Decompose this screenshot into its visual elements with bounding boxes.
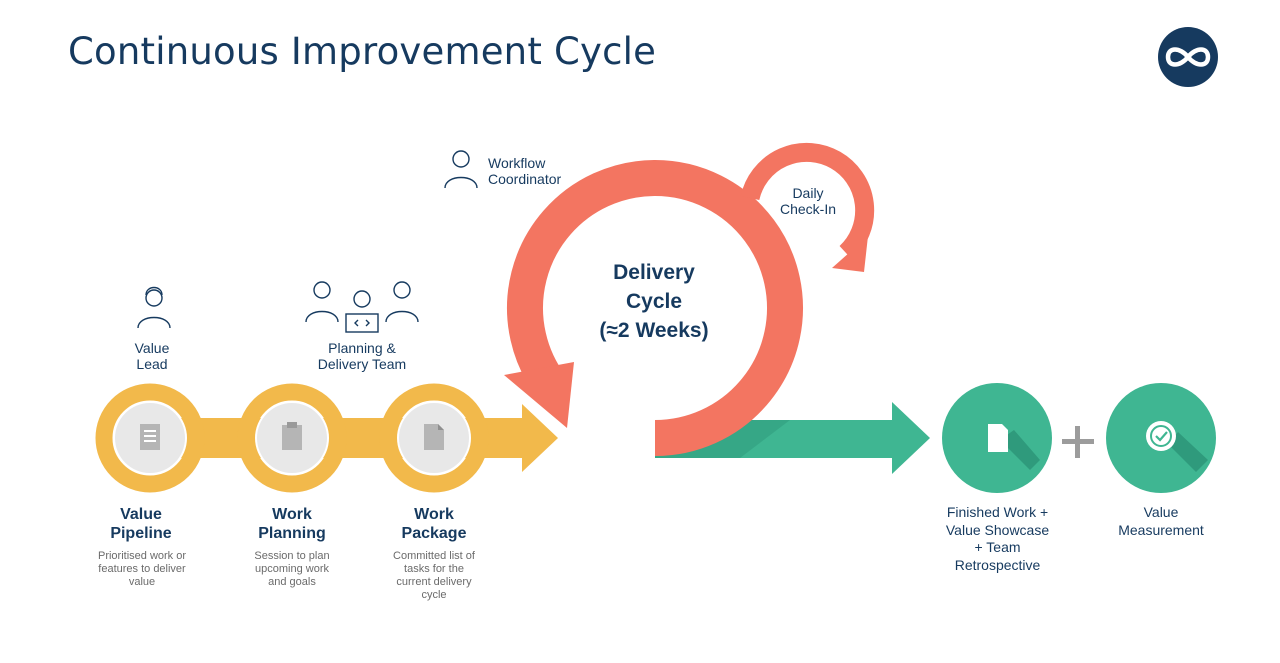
value-measurement-node — [1106, 383, 1216, 493]
document-icon — [424, 424, 444, 450]
daily-checkin-label: Daily Check-In — [779, 185, 837, 217]
coordinator-person-icon — [444, 150, 478, 189]
team-person-icon — [305, 281, 339, 323]
document-icon — [988, 424, 1008, 452]
check-badge-icon — [1146, 421, 1176, 451]
stage-work-planning — [237, 383, 347, 493]
infinity-icon — [1158, 27, 1218, 87]
stage-name: Work Planning — [258, 506, 326, 542]
stage-work-package — [379, 383, 489, 493]
stage-name: Work Package — [401, 506, 467, 542]
stage-value-pipeline — [95, 383, 205, 493]
clipboard-icon — [282, 422, 302, 450]
finished-work-label: Finished Work + Value Showcase + Team Re… — [945, 504, 1050, 573]
stage-name: Value Pipeline — [110, 506, 172, 542]
value-lead-person-icon — [137, 286, 171, 329]
team-person-icon — [385, 281, 419, 323]
delivery-cycle-ring — [504, 160, 803, 456]
daily-checkin-loop — [740, 142, 875, 272]
planning-team-label: Planning & Delivery Team — [317, 340, 407, 372]
plus-sign — [1062, 426, 1094, 458]
stage-description: Prioritised work or features to deliver … — [97, 550, 187, 588]
value-lead-label: Value Lead — [134, 340, 170, 372]
team-laptop-person-icon — [345, 290, 379, 333]
stage-description: Session to plan upcoming work and goals — [254, 550, 330, 588]
finished-work-node — [942, 383, 1052, 493]
delivery-cycle-title: Delivery Cycle — [613, 261, 695, 313]
value-measurement-label: Value Measurement — [1118, 504, 1204, 538]
stage-description: Committed list of tasks for the current … — [393, 550, 475, 601]
coordinator-label: Workflow Coordinator — [488, 155, 562, 187]
document-icon — [140, 424, 160, 450]
page-title: Continuous Improvement Cycle — [68, 30, 657, 73]
delivery-cycle-duration: (≈2 Weeks) — [599, 319, 709, 342]
pipeline-band — [150, 404, 558, 472]
